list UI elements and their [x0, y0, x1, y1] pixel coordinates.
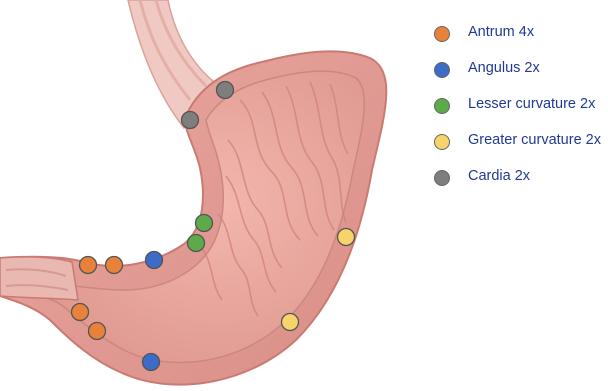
duodenum — [0, 257, 78, 300]
marker-cardia — [182, 112, 199, 129]
marker-angulus — [143, 354, 160, 371]
legend-label: Greater curvature 2x — [468, 132, 601, 148]
legend-item-lesser-curvature: Lesser curvature 2x — [434, 96, 601, 132]
marker-antrum — [72, 304, 89, 321]
legend-item-antrum: Antrum 4x — [434, 24, 601, 60]
legend-label: Antrum 4x — [468, 24, 534, 40]
swatch-antrum — [434, 26, 450, 42]
swatch-cardia — [434, 170, 450, 186]
marker-antrum — [89, 323, 106, 340]
marker-lesser-curvature — [188, 235, 205, 252]
legend-item-greater-curvature: Greater curvature 2x — [434, 132, 601, 168]
marker-greater-curvature — [282, 314, 299, 331]
legend: Antrum 4x Angulus 2x Lesser curvature 2x… — [434, 24, 601, 204]
legend-item-cardia: Cardia 2x — [434, 168, 601, 204]
swatch-lesser-curvature — [434, 98, 450, 114]
swatch-angulus — [434, 62, 450, 78]
marker-cardia — [217, 82, 234, 99]
marker-antrum — [106, 257, 123, 274]
legend-label: Cardia 2x — [468, 168, 530, 184]
marker-greater-curvature — [338, 229, 355, 246]
legend-label: Lesser curvature 2x — [468, 96, 595, 112]
marker-lesser-curvature — [196, 215, 213, 232]
legend-label: Angulus 2x — [468, 60, 540, 76]
swatch-greater-curvature — [434, 134, 450, 150]
marker-angulus — [146, 252, 163, 269]
marker-antrum — [80, 257, 97, 274]
legend-item-angulus: Angulus 2x — [434, 60, 601, 96]
